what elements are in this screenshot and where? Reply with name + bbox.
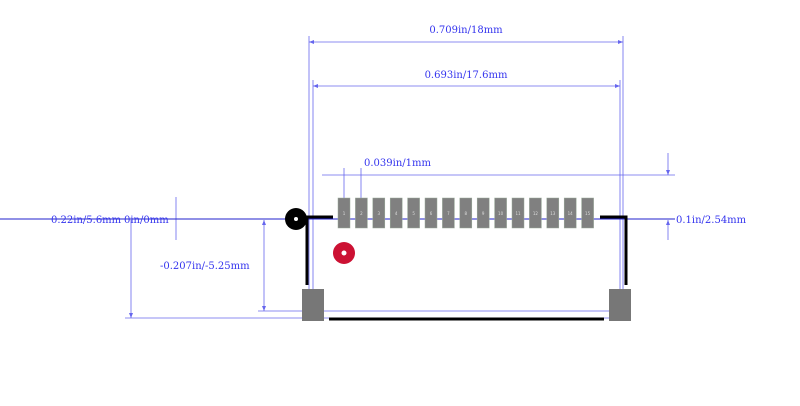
pad-number: 8 — [465, 211, 468, 216]
pad-5 — [407, 197, 420, 229]
pad-3 — [372, 197, 386, 229]
dim-pitch: 0.039in/1mm — [364, 158, 431, 169]
pad-number: 15 — [585, 211, 591, 216]
pad-number: 13 — [550, 211, 556, 216]
pad-8 — [459, 197, 473, 229]
pad-number: 6 — [430, 211, 433, 216]
pad-11 — [511, 197, 525, 229]
pad-7 — [442, 197, 455, 229]
pad-number: 2 — [360, 211, 363, 216]
pin1-marker-center — [341, 250, 347, 256]
dimension-lines — [125, 36, 675, 319]
pad-number: 11 — [515, 211, 521, 216]
pad-13 — [546, 197, 560, 229]
dim-inner-width: 0.693in/17.6mm — [425, 70, 508, 81]
pad-4 — [389, 197, 403, 229]
pad-number: 14 — [568, 211, 574, 216]
mount-pad-right — [609, 289, 631, 321]
dim-origin: 0in/0mm — [124, 215, 169, 226]
silkscreen-outline — [305, 215, 628, 321]
pad-10 — [494, 197, 507, 229]
pad-number: 10 — [498, 211, 504, 216]
arrowheads — [129, 40, 670, 318]
pad-number: 3 — [378, 211, 381, 216]
pad-14 — [563, 197, 577, 229]
pad-15 — [581, 197, 594, 229]
pad-2 — [355, 197, 368, 229]
pad-number: 12 — [533, 211, 539, 216]
origin-marker-center — [294, 217, 298, 221]
mount-pad-left — [302, 289, 324, 321]
pad-number: 4 — [395, 211, 398, 216]
dim-overall-width: 0.709in/18mm — [429, 25, 503, 36]
pad-12 — [529, 197, 542, 229]
pad-number: 7 — [447, 211, 450, 216]
pad-1 — [337, 197, 351, 229]
pad-6 — [424, 197, 438, 229]
pad-number: 9 — [482, 211, 485, 216]
pad-9 — [476, 197, 490, 229]
pad-number: 1 — [343, 211, 346, 216]
pad-number: 5 — [412, 211, 415, 216]
dim-height-total: 0.22in/5.6mm — [51, 215, 122, 226]
dim-mount-offset: -0.207in/-5.25mm — [160, 261, 250, 272]
dim-pad-height: 0.1in/2.54mm — [676, 215, 747, 226]
